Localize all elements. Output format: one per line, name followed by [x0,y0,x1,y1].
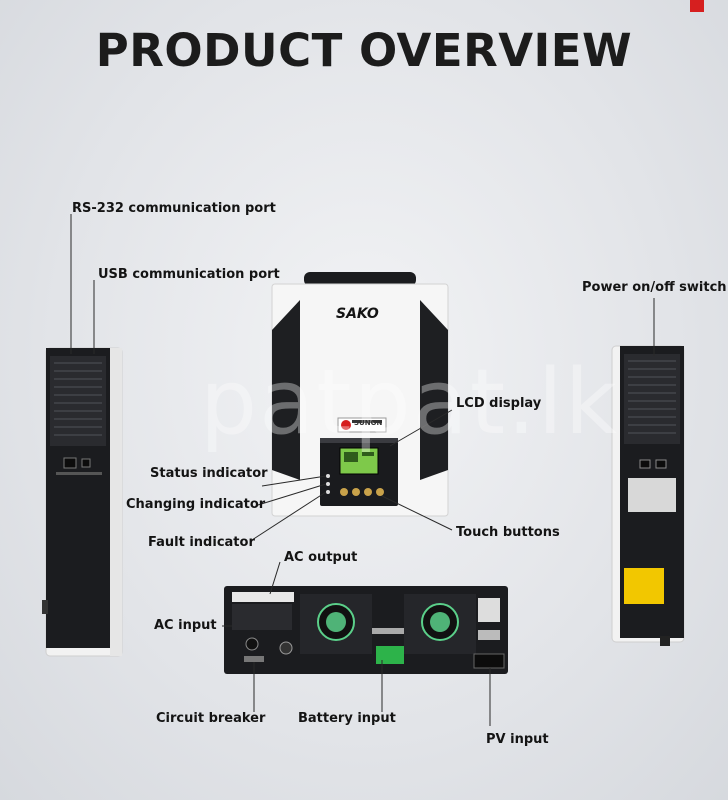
ac-input-label: AC input [154,618,217,633]
left-side-view [42,347,123,657]
ac-output-label: AC output [284,550,358,565]
corner-accent [690,0,704,12]
changing-indicator-label: Changing indicator [126,497,266,512]
watermark-text: patpat.lk [200,350,619,455]
leader-lines [70,214,655,726]
power-switch-label: Power on/off switch [582,280,727,295]
touch-buttons-label: Touch buttons [456,525,560,540]
pv-input-label: PV input [486,732,549,747]
rs232-port-label: RS-232 communication port [72,201,276,216]
page-title: PRODUCT OVERVIEW [95,24,633,77]
bottom-view [224,586,508,674]
fault-indicator-label: Fault indicator [148,535,255,550]
circuit-breaker-label: Circuit breaker [156,711,266,726]
right-side-view [611,345,685,646]
battery-input-label: Battery input [298,711,396,726]
lcd-display-label: LCD display [456,396,542,411]
usb-port-label: USB communication port [98,267,280,282]
badge-text: SUNON [354,419,383,427]
front-view [271,272,449,517]
status-indicator-label: Status indicator [150,466,268,481]
brand-logo-text: SAKO [336,306,379,322]
